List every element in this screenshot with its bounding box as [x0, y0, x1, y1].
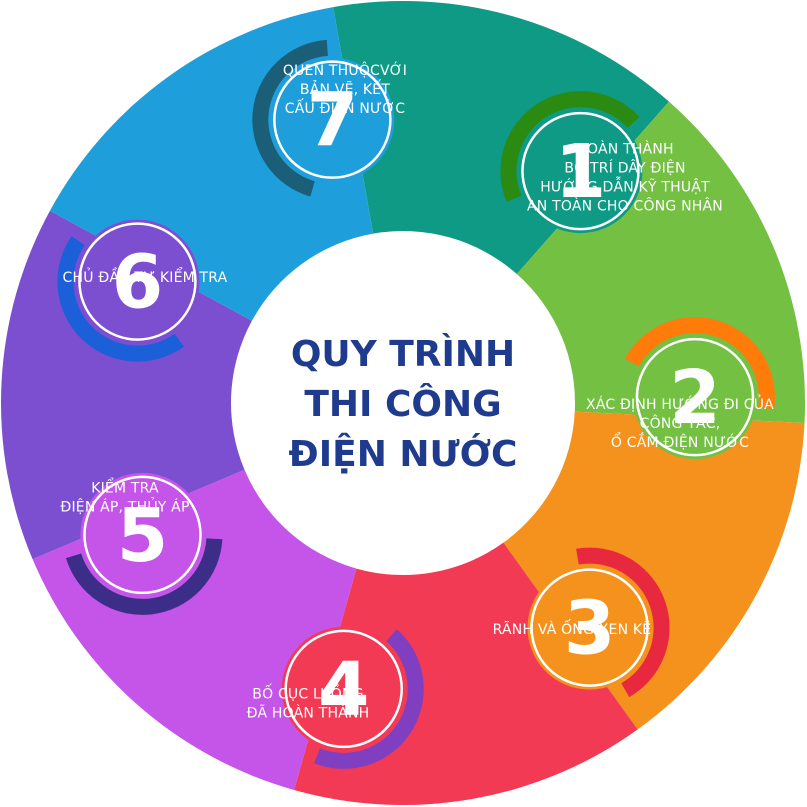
- accent-arc-step-6: [57, 236, 184, 362]
- number-accent-arcs: [57, 39, 775, 769]
- badge-ring-step-3: [530, 568, 649, 687]
- step-number-7: 7: [307, 78, 359, 164]
- step-number-3: 3: [564, 586, 616, 672]
- step-number-5: 5: [117, 493, 169, 579]
- step-5-label-line-2: ĐÃ HOÀN THÀNH: [247, 705, 370, 722]
- badge-disc-step-5: [80, 472, 205, 597]
- step-4-label-line-1: RÃNH VÀ ỐNG XEN KẼ: [493, 619, 652, 638]
- step-6-label-line-1: KIỂM TRA: [91, 478, 159, 497]
- badge-disc-step-6: [75, 219, 200, 344]
- step-1-label-line-3: CẤU ĐIỆN NƯỚC: [285, 98, 405, 117]
- step-number-2: 2: [669, 355, 721, 441]
- step-2-label-line-2: BỐ TRÍ DÂY ĐIỆN: [564, 158, 685, 177]
- step-2-label-line-1: HOÀN THÀNH: [576, 141, 673, 158]
- number-badges: 1 2 3 4 5 6 7: [75, 57, 757, 751]
- badge-disc-step-3: [527, 565, 652, 690]
- badge-ring-step-2: [635, 337, 755, 457]
- step-number-6: 6: [112, 240, 164, 326]
- badge-ring-step-6: [78, 222, 197, 341]
- step-number-1: 1: [555, 129, 607, 215]
- step-number-4: 4: [318, 647, 370, 733]
- badge-disc-step-7: [270, 57, 395, 182]
- accent-arc-step-3: [576, 547, 670, 698]
- badge-ring-step-7: [273, 60, 392, 179]
- center-circle: [243, 243, 563, 563]
- step-3-label-line-2: CÔNG TẮC,: [640, 413, 721, 432]
- center-hub: QUY TRÌNH THI CÔNG ĐIỆN NƯỚC: [233, 233, 573, 573]
- badge-ring-step-1: [521, 111, 640, 231]
- accent-arc-step-7: [252, 39, 329, 197]
- center-title-line-2: THI CÔNG: [304, 383, 501, 425]
- step-1-label-line-2: BẢN VẼ, KẾT: [300, 79, 390, 98]
- segment-step-4: [294, 542, 638, 805]
- badge-disc-step-4: [281, 626, 406, 751]
- step-2-label-line-3: HƯỚNG DẪN KỸ THUẬT: [540, 177, 710, 196]
- accent-arc-step-1: [500, 91, 640, 202]
- step-5-label-line-1: BỐ CỤC LUỒNG: [252, 684, 363, 703]
- badge-disc-step-2: [632, 335, 757, 460]
- step-3-label-line-1: XÁC ĐỊNH HƯỚNG ĐI CỦA: [586, 394, 774, 413]
- step-7-label-line-1: CHỦ ĐẦU TƯ KIỂM TRA: [63, 267, 228, 286]
- center-title-line-3: ĐIỆN NƯỚC: [289, 432, 518, 475]
- step-6-label-line-2: ĐIỆN ÁP, THỦY ÁP: [60, 497, 189, 516]
- badge-disc-step-1: [518, 109, 643, 234]
- step-2-label-line-4: AN TOÀN CHO CÔNG NHÂN: [527, 197, 723, 215]
- badge-ring-step-4: [284, 629, 403, 749]
- badge-ring-step-5: [83, 475, 202, 595]
- segment-step-1: [333, 1, 669, 275]
- accent-arc-step-2: [624, 317, 775, 410]
- step-3-label-line-3: Ổ CẮM ĐIỆN NƯỚC: [611, 432, 749, 451]
- segment-step-3: [503, 411, 805, 730]
- accent-arc-step-4: [314, 629, 424, 769]
- center-title-line-1: QUY TRÌNH: [291, 333, 515, 375]
- accent-arc-step-5: [65, 538, 223, 615]
- step-1-label-line-1: QUEN THUỘCVỚI: [283, 61, 407, 79]
